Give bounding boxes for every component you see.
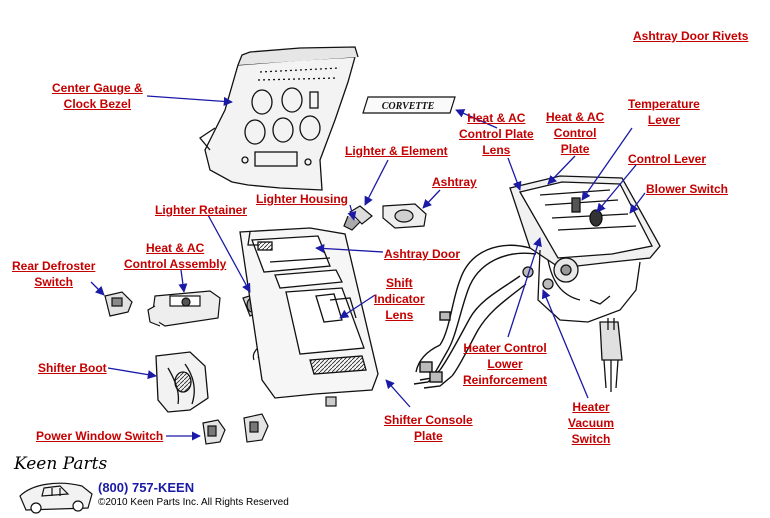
label-line: Plate <box>414 429 443 443</box>
label-line: Switch <box>34 275 74 289</box>
label-blower-switch[interactable]: Blower Switch <box>646 181 728 197</box>
ashtray-drawing <box>382 203 427 229</box>
label-line: Reinforcement <box>463 373 548 387</box>
label-line: Indicator <box>374 292 425 306</box>
label-line: Control Plate <box>459 127 534 141</box>
label-ashtray[interactable]: Ashtray <box>432 174 477 190</box>
phone-number: (800) 757-KEEN <box>98 480 195 495</box>
heat-ac-assembly-drawing <box>147 290 221 327</box>
label-line: Shifter Boot <box>38 361 107 375</box>
lighter-element-drawing <box>343 205 373 231</box>
label-line: Clock Bezel <box>63 97 132 111</box>
label-line: Plate <box>560 142 590 156</box>
label-line: Heater Control <box>463 341 547 355</box>
badge-text: CORVETTE <box>382 101 435 112</box>
label-line: Control <box>553 126 597 140</box>
label-control-lever[interactable]: Control Lever <box>628 151 706 167</box>
label-line: Lens <box>482 143 511 157</box>
label-line: Rear Defroster <box>12 259 96 273</box>
label-line: Heat & AC <box>146 241 205 255</box>
label-power-window-switch[interactable]: Power Window Switch <box>36 428 163 444</box>
label-line: Ashtray Door Rivets <box>633 29 749 43</box>
label-ashtray-door-rivets[interactable]: Ashtray Door Rivets <box>633 28 748 44</box>
label-line: Ashtray <box>432 175 477 189</box>
label-line: Vacuum <box>568 416 615 430</box>
label-line: Heat & AC <box>546 110 605 124</box>
car-logo-icon <box>19 482 93 514</box>
label-line: Power Window Switch <box>36 429 164 443</box>
label-line: Lighter Retainer <box>155 203 248 217</box>
label-line: Shifter Console <box>384 413 473 427</box>
label-heat-ac-assembly[interactable]: Heat & AC Control Assembly <box>124 240 226 272</box>
callout-arrows <box>90 95 646 441</box>
power-window-switch-drawing <box>202 413 269 445</box>
label-lighter-housing[interactable]: Lighter Housing <box>256 191 348 207</box>
label-shifter-boot[interactable]: Shifter Boot <box>38 360 107 376</box>
rear-defroster-switch-drawing <box>104 291 133 317</box>
shifter-console-plate-drawing <box>239 227 379 399</box>
corvette-badge: CORVETTE <box>362 96 456 114</box>
label-line: Shift <box>386 276 413 290</box>
label-line: Lower <box>487 357 523 371</box>
console-clip-drawing <box>325 396 337 407</box>
label-line: Switch <box>571 432 611 446</box>
label-line: Control Assembly <box>124 257 227 271</box>
label-line: Lever <box>647 113 680 127</box>
center-gauge-bezel-drawing <box>199 46 359 191</box>
label-line: Temperature <box>628 97 700 111</box>
label-line: Heat & AC <box>467 111 526 125</box>
label-line: Blower Switch <box>646 182 729 196</box>
copyright-notice: ©2010 Keen Parts Inc. All Rights Reserve… <box>98 497 289 508</box>
label-lighter-element[interactable]: Lighter & Element <box>345 143 448 159</box>
label-line: Heater <box>572 400 610 414</box>
label-line: Lens <box>385 308 414 322</box>
keen-parts-logo: Keen Parts <box>14 454 108 474</box>
label-line: Lighter & Element <box>345 144 448 158</box>
label-line: Lighter Housing <box>256 192 348 206</box>
label-line: Ashtray Door <box>384 247 461 261</box>
label-center-gauge-bezel[interactable]: Center Gauge & Clock Bezel <box>52 80 143 112</box>
label-line: Center Gauge & <box>52 81 143 95</box>
vacuum-hoses-drawing <box>413 244 537 389</box>
label-line: Control Lever <box>628 152 707 166</box>
shifter-boot-drawing <box>155 351 209 413</box>
label-ashtray-door[interactable]: Ashtray Door <box>384 246 460 262</box>
label-lighter-retainer[interactable]: Lighter Retainer <box>155 202 247 218</box>
